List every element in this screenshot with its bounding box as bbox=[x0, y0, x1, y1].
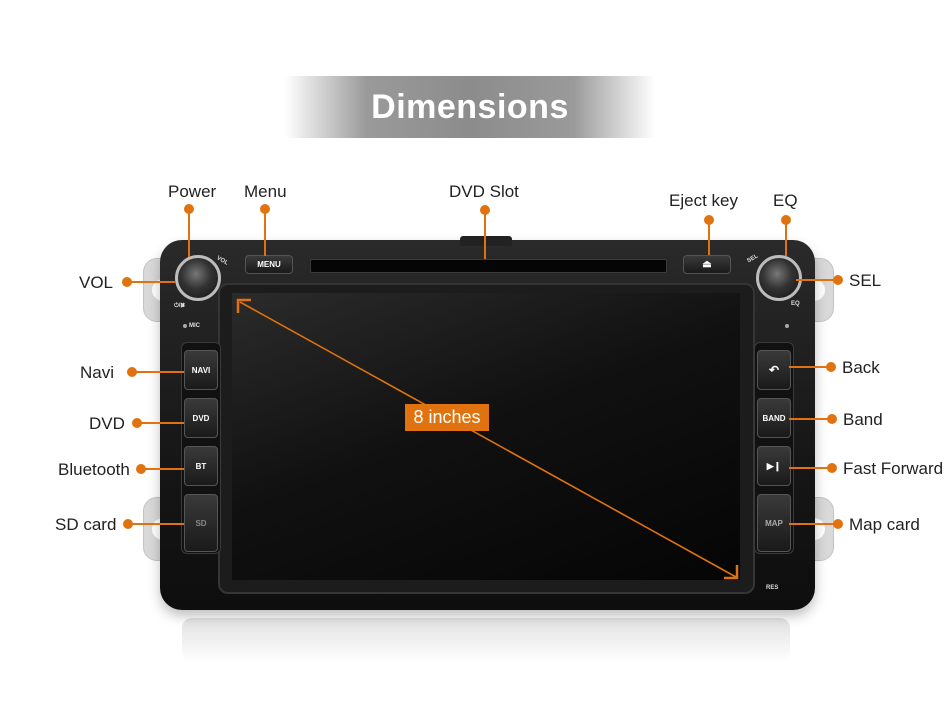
back-button[interactable]: ↶ bbox=[757, 350, 791, 390]
page-title: Dimensions bbox=[371, 88, 569, 126]
callout-band: Band bbox=[843, 410, 883, 429]
callout-bluetooth: Bluetooth bbox=[58, 460, 130, 479]
callout-sel-dot bbox=[833, 275, 843, 285]
res-marking: RES bbox=[766, 585, 779, 591]
callout-dvd: DVD bbox=[89, 414, 125, 433]
callout-back: Back bbox=[842, 358, 880, 377]
eq-marking: EQ bbox=[791, 301, 800, 307]
bt-button[interactable]: BT bbox=[184, 446, 218, 486]
dvd-slot bbox=[310, 259, 667, 273]
size-label: 8 inches bbox=[405, 404, 489, 431]
callout-eject-key: Eject key bbox=[669, 191, 738, 210]
callout-dvd-line bbox=[137, 422, 184, 424]
title-band bbox=[285, 76, 655, 138]
callout-fast-forward: Fast Forward bbox=[843, 459, 944, 478]
callout-back-dot bbox=[826, 362, 836, 372]
callout-menu-line bbox=[264, 209, 266, 256]
top-clip bbox=[460, 236, 512, 246]
select-knob[interactable] bbox=[756, 255, 802, 301]
callout-power-line bbox=[188, 209, 190, 257]
callout-vol-line bbox=[127, 281, 175, 283]
callout-band-dot bbox=[827, 414, 837, 424]
callout-sd-card: SD card bbox=[55, 515, 117, 534]
band-button[interactable]: BAND bbox=[757, 398, 791, 438]
play-pause-icon: ▶❙ bbox=[766, 460, 782, 471]
navi-button[interactable]: NAVI bbox=[184, 350, 218, 390]
mic-hole bbox=[183, 324, 187, 328]
callout-sd-card-line bbox=[128, 523, 184, 525]
callout-dvd-slot-line bbox=[484, 210, 486, 259]
back-arrow-icon: ↶ bbox=[768, 363, 780, 377]
map-button[interactable]: MAP bbox=[757, 494, 791, 552]
play-pause-button[interactable]: ▶❙ bbox=[757, 446, 791, 486]
sd-button[interactable]: SD bbox=[184, 494, 218, 552]
volume-knob[interactable] bbox=[175, 255, 221, 301]
callout-dvd-slot: DVD Slot bbox=[449, 182, 519, 201]
callout-vol: VOL bbox=[79, 273, 114, 292]
eq-hole bbox=[785, 324, 789, 328]
callout-menu: Menu bbox=[244, 182, 287, 201]
callout-map-card-line bbox=[789, 523, 834, 525]
menu-button[interactable]: MENU bbox=[245, 255, 293, 274]
callout-band-line bbox=[789, 418, 828, 420]
callout-back-line bbox=[789, 366, 827, 368]
callout-navi: Navi bbox=[80, 363, 115, 382]
dvd-button[interactable]: DVD bbox=[184, 398, 218, 438]
eject-button[interactable]: ⏏ bbox=[683, 255, 731, 274]
callout-eject-key-line bbox=[708, 220, 710, 255]
callout-eq: EQ bbox=[773, 191, 798, 210]
callout-bluetooth-line bbox=[141, 468, 184, 470]
callout-sel: SEL bbox=[849, 271, 882, 290]
callout-map-card: Map card bbox=[849, 515, 920, 534]
callout-fast-forward-dot bbox=[827, 463, 837, 473]
callout-power: Power bbox=[168, 182, 217, 201]
callout-fast-forward-line bbox=[789, 467, 828, 469]
power-marking: ⏻/✖ bbox=[174, 303, 185, 309]
mic-marking: MIC bbox=[189, 323, 200, 329]
callout-navi-line bbox=[132, 371, 184, 373]
callout-eq-line bbox=[785, 220, 787, 256]
unit-reflection bbox=[182, 618, 790, 663]
eject-icon: ⏏ bbox=[702, 259, 712, 270]
callout-sel-line bbox=[796, 279, 834, 281]
callout-map-card-dot bbox=[833, 519, 843, 529]
